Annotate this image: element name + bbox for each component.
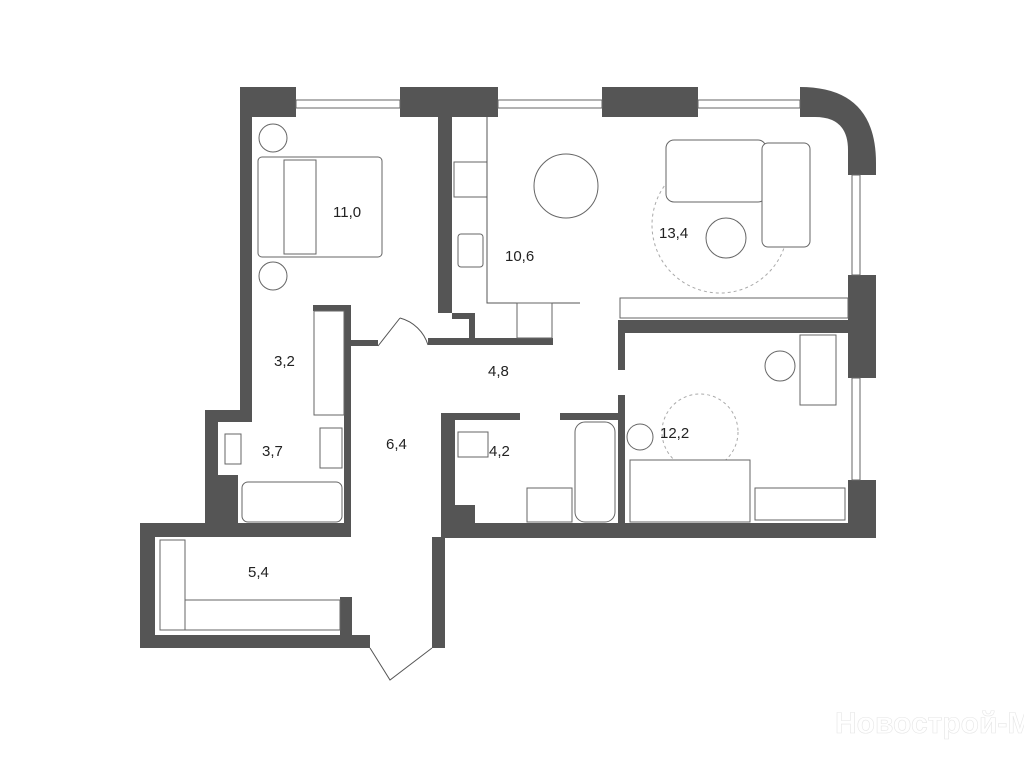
- furniture: [159, 117, 849, 681]
- room-area-labels: 11,0 10,6 13,4 3,2 4,8 3,7 6,4 4,2 12,2 …: [248, 204, 689, 581]
- watermark: Новострой-М: [835, 707, 1024, 740]
- bed: [257, 156, 383, 258]
- area-bedroom-2: 12,2: [660, 425, 689, 442]
- area-bathroom-2: 4,2: [489, 443, 510, 460]
- area-living-room: 13,4: [659, 225, 688, 242]
- windows: [295, 99, 861, 481]
- walls: [140, 87, 876, 648]
- area-bedroom-1: 11,0: [333, 204, 361, 221]
- bathtub-1: [241, 481, 343, 523]
- sofa: [665, 139, 767, 203]
- bathtub-2: [574, 421, 616, 523]
- area-hall-small: 3,2: [274, 353, 295, 370]
- bed-2: [629, 459, 751, 523]
- area-kitchen: 10,6: [505, 248, 534, 265]
- area-entrance-hall: 6,4: [386, 436, 407, 453]
- dining-table: [533, 153, 599, 219]
- area-wardrobe: 5,4: [248, 564, 269, 581]
- area-corridor: 4,8: [488, 363, 509, 380]
- area-bathroom-1: 3,7: [262, 443, 283, 460]
